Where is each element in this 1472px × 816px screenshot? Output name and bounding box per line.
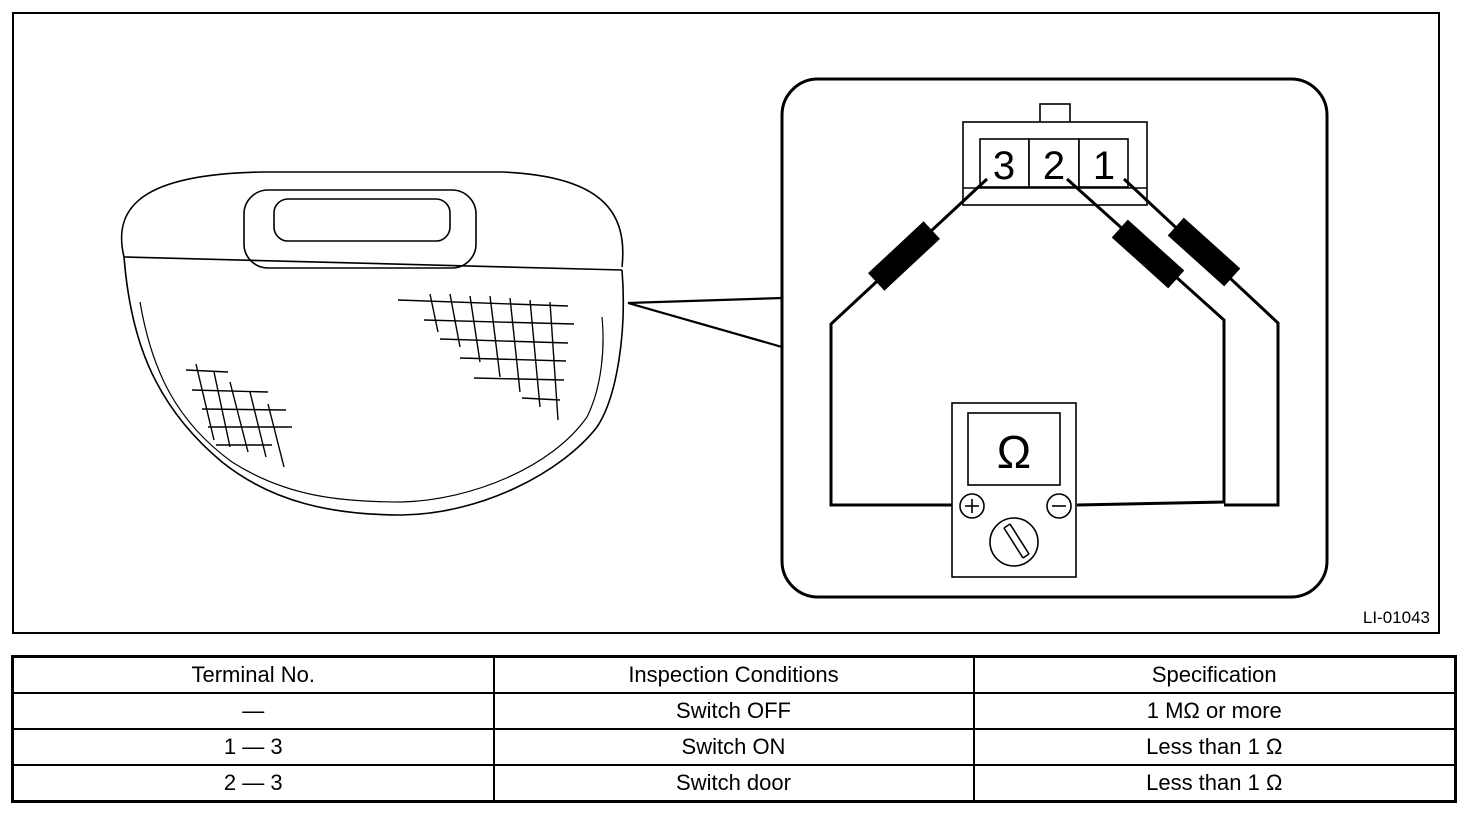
terminal-label-2: 2 xyxy=(1043,144,1065,188)
probe-grip-terminal-2 xyxy=(1111,219,1185,289)
table-row: — Switch OFF 1 MΩ or more xyxy=(11,692,1457,730)
terminal-label-3: 3 xyxy=(993,144,1015,188)
probe-grips xyxy=(868,217,1241,291)
connector-lock-tab xyxy=(1039,103,1071,124)
detail-panel xyxy=(780,77,1329,599)
selector-dial-icon xyxy=(989,517,1039,567)
lamp-top-outline xyxy=(120,171,624,268)
ohmmeter: Ω xyxy=(951,402,1077,578)
diagram-figure: 3 2 1 Ω xyxy=(12,12,1440,634)
table-header-row: Terminal No. Inspection Conditions Speci… xyxy=(11,655,1457,694)
lamp-lens-outline xyxy=(123,256,625,516)
cell-condition: Switch ON xyxy=(492,728,975,766)
cell-terminal: 2 — 3 xyxy=(11,764,495,803)
cell-specification: Less than 1 Ω xyxy=(972,728,1457,766)
probe-grip-positive xyxy=(868,221,940,291)
cell-specification: Less than 1 Ω xyxy=(972,764,1457,803)
callout-pointer xyxy=(627,296,783,349)
terminal-cell-1 xyxy=(1078,138,1129,188)
cell-terminal: — xyxy=(11,692,495,730)
header-specification: Specification xyxy=(972,655,1457,694)
cell-condition: Switch door xyxy=(492,764,975,803)
inspection-spec-table: Terminal No. Inspection Conditions Speci… xyxy=(11,655,1457,803)
header-terminal-no: Terminal No. xyxy=(11,655,495,694)
figure-id-label: LI-01043 xyxy=(1362,608,1430,627)
lamp-seam xyxy=(123,256,623,271)
table-row: 1 — 3 Switch ON Less than 1 Ω xyxy=(11,728,1457,766)
table-row: 2 — 3 Switch door Less than 1 Ω xyxy=(11,764,1457,803)
cell-specification: 1 MΩ or more xyxy=(972,692,1457,730)
lens-hatch-left xyxy=(185,363,292,468)
probe-grip-terminal-1 xyxy=(1167,217,1241,287)
ohm-symbol: Ω xyxy=(997,426,1031,478)
diagram-svg: 3 2 1 Ω xyxy=(120,77,1329,599)
lamp-switch-button xyxy=(273,198,451,242)
lamp-switch-housing xyxy=(243,189,477,269)
ohmmeter-display xyxy=(967,412,1061,486)
cell-terminal: 1 — 3 xyxy=(11,728,495,766)
connector: 3 2 1 xyxy=(962,103,1148,206)
lens-hatch-right xyxy=(397,293,575,421)
header-inspection-conditions: Inspection Conditions xyxy=(492,655,975,694)
room-lamp-illustration xyxy=(120,171,625,516)
cell-condition: Switch OFF xyxy=(492,692,975,730)
lamp-lens-inner xyxy=(139,301,604,503)
terminal-label-1: 1 xyxy=(1093,144,1115,188)
